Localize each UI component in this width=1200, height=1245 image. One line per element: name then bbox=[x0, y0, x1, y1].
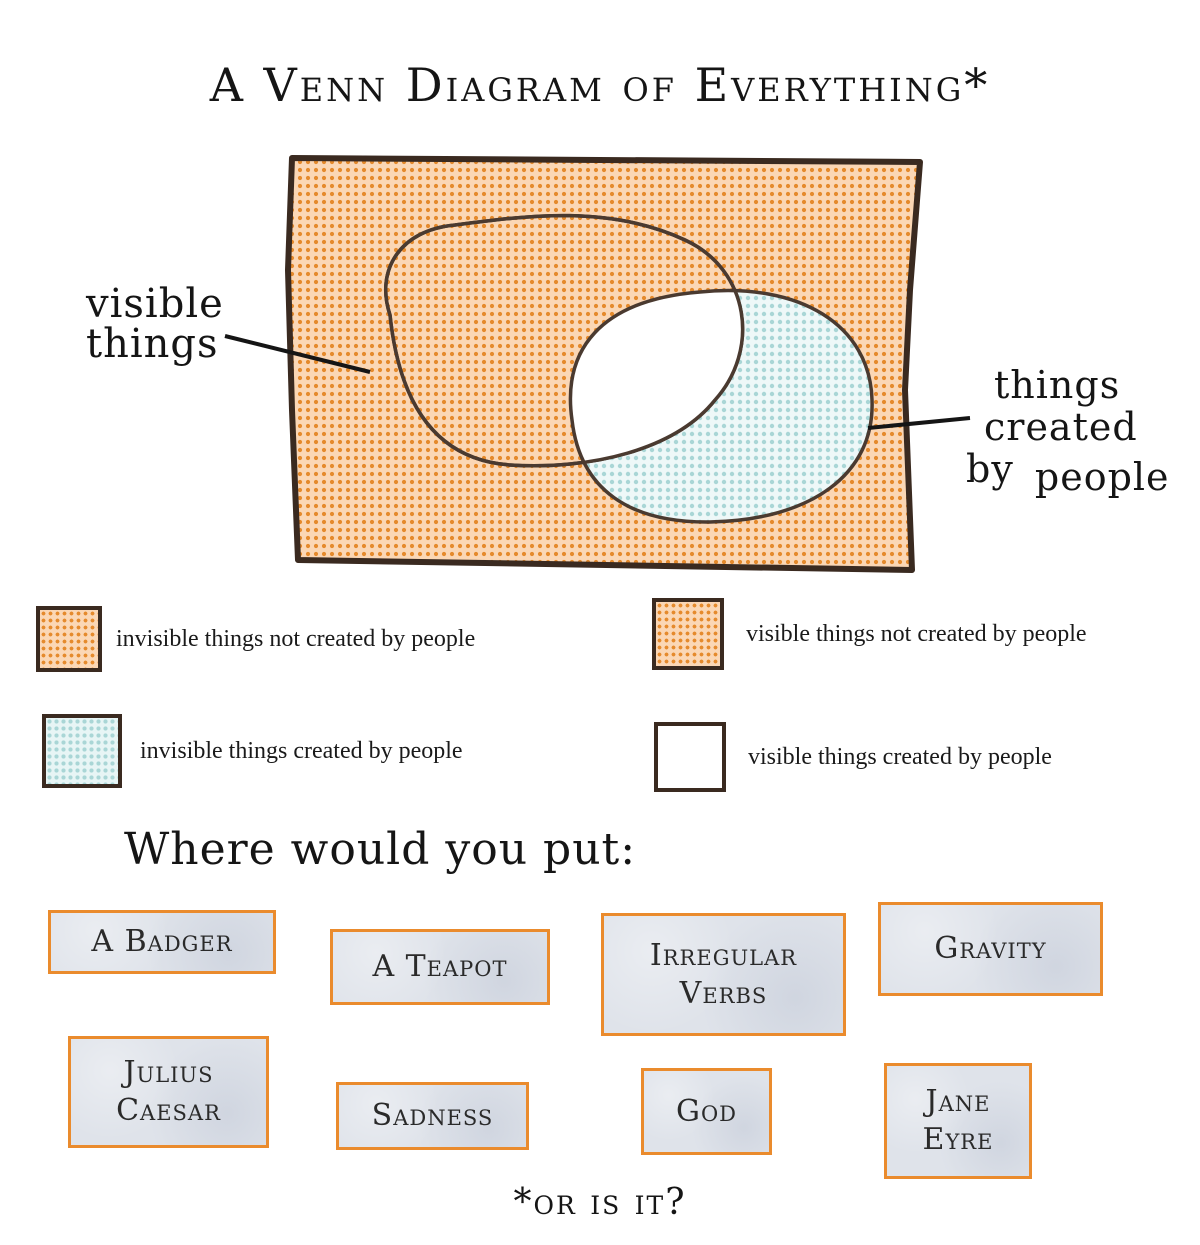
legend-label: invisible things not created by people bbox=[116, 625, 476, 652]
page-title: A Venn Diagram of Everything* bbox=[209, 58, 991, 112]
callout-text: things bbox=[86, 321, 219, 367]
visible-things-outline bbox=[384, 213, 745, 468]
overlap-outline-visible bbox=[568, 288, 743, 466]
created-callout-line bbox=[867, 416, 971, 430]
legend-label: invisible things created by people bbox=[140, 737, 463, 764]
card-a-badger[interactable]: A Badger bbox=[48, 910, 276, 974]
orange-dot-swatch bbox=[36, 606, 102, 672]
card-gravity[interactable]: Gravity bbox=[878, 902, 1103, 996]
legend-item: invisible things not created by people bbox=[36, 606, 475, 672]
question-heading: Where would you put: bbox=[124, 824, 637, 875]
card-julius-caesar[interactable]: Julius Caesar bbox=[68, 1036, 269, 1148]
legend-item: invisible things created by people bbox=[42, 714, 463, 788]
callout-visible-things: visible things bbox=[86, 284, 224, 364]
venn-diagram bbox=[285, 155, 923, 573]
callout-text: people bbox=[1034, 455, 1170, 499]
callout-text: created bbox=[984, 405, 1138, 449]
legend-item: visible things not created by people bbox=[652, 598, 1087, 670]
callout-created-by-people: things created by people bbox=[966, 363, 1170, 498]
visible-callout-line bbox=[224, 334, 371, 374]
white-swatch bbox=[654, 722, 726, 792]
legend-label: visible things not created by people bbox=[746, 620, 1087, 647]
card-a-teapot[interactable]: A Teapot bbox=[330, 929, 550, 1005]
callout-last-line: by people bbox=[966, 447, 1170, 498]
callout-text: by bbox=[966, 447, 1014, 491]
callout-text: things bbox=[994, 363, 1121, 407]
orange-dot-swatch bbox=[652, 598, 724, 670]
card-jane-eyre[interactable]: Jane Eyre bbox=[884, 1063, 1032, 1179]
card-irregular-verbs[interactable]: Irregular Verbs bbox=[601, 913, 846, 1036]
legend-label: visible things created by people bbox=[748, 743, 1052, 770]
card-sadness[interactable]: Sadness bbox=[336, 1082, 529, 1150]
card-god[interactable]: God bbox=[641, 1068, 772, 1155]
callout-lines bbox=[224, 334, 971, 430]
footnote: *or is it? bbox=[513, 1182, 687, 1223]
callout-text: visible bbox=[86, 281, 224, 327]
legend-item: visible things created by people bbox=[654, 722, 1052, 792]
blue-dot-swatch bbox=[42, 714, 122, 788]
